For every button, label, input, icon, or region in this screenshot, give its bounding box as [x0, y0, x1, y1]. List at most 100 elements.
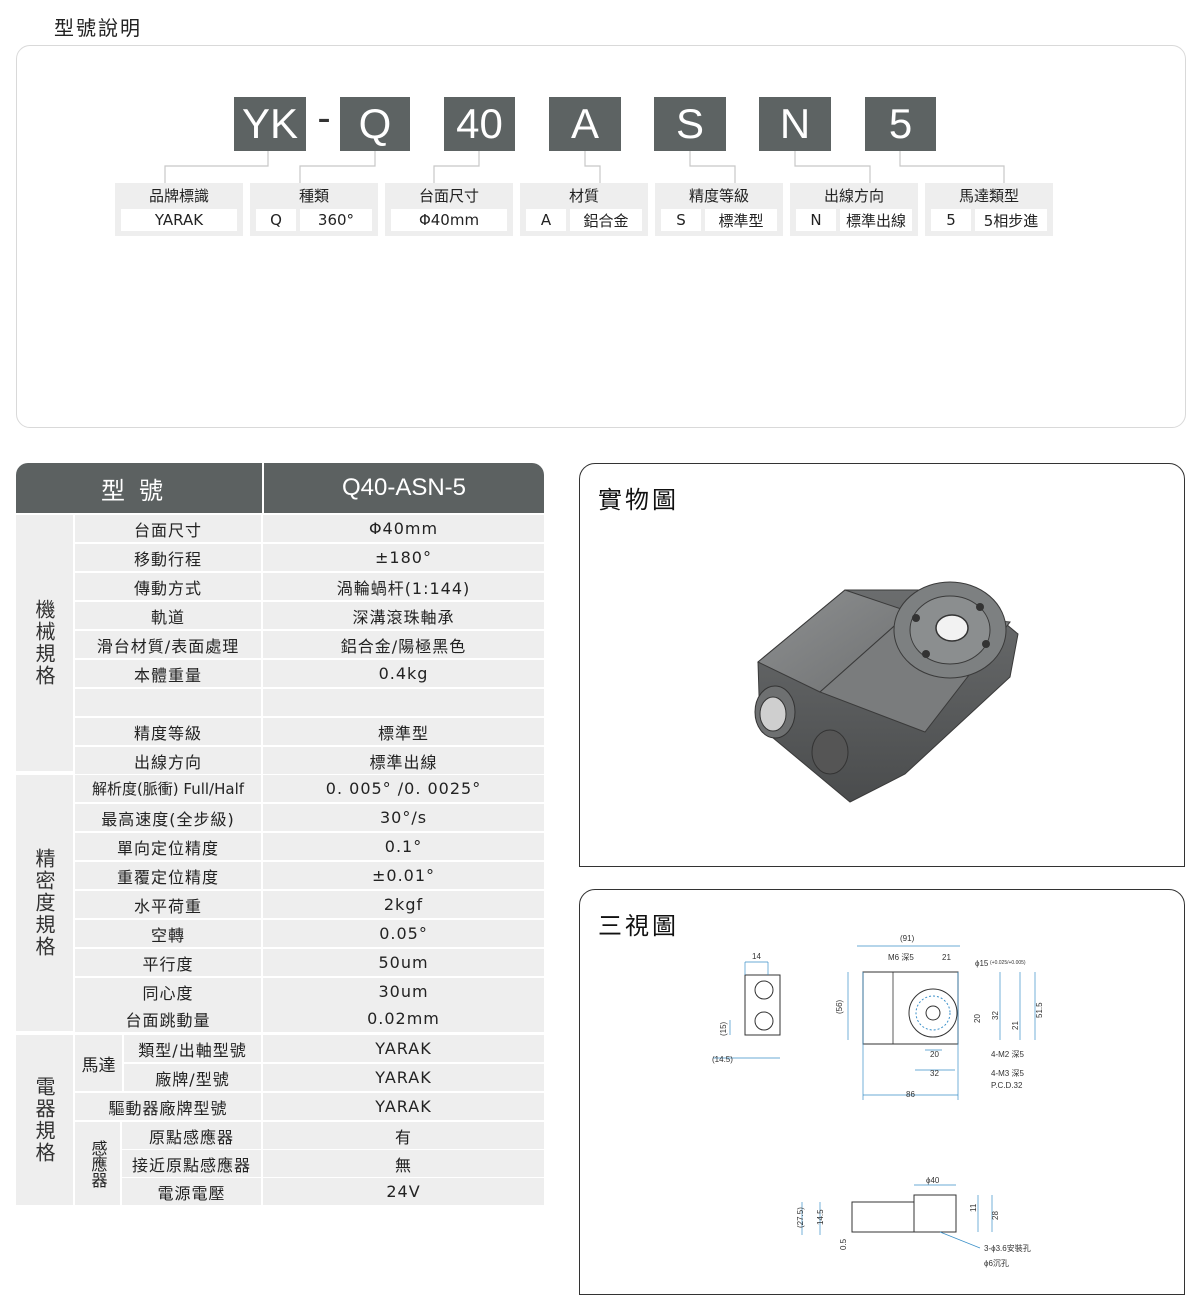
spec-row-value: ±180° — [263, 544, 544, 571]
category-code: 5 — [931, 209, 971, 231]
group-label: 電器規格 — [32, 1076, 56, 1164]
category-code: A — [526, 209, 566, 231]
spec-row-label: 滑台材質/表面處理 — [75, 631, 261, 658]
spec-row-value: YARAK — [263, 1035, 544, 1062]
spec-row-value: 0.02mm — [263, 1005, 544, 1032]
category-value: 標準型 — [705, 209, 777, 231]
dim-0-5: 0.5 — [839, 1238, 848, 1250]
group-label: 精密度規格 — [32, 848, 56, 958]
category-size: 台面尺寸 Φ40mm — [385, 183, 513, 236]
spec-row-label: 接近原點感應器 — [122, 1150, 261, 1177]
dim-m2: 4-M2 深5 — [991, 1050, 1024, 1059]
spec-row-label: 廠牌/型號 — [124, 1064, 261, 1091]
spec-row-label: 水平荷重 — [75, 891, 261, 918]
subgroup-motor: 馬達 — [75, 1035, 122, 1091]
category-motor: 馬達類型 5 5相步進 — [925, 183, 1053, 236]
group-label: 機械規格 — [32, 599, 56, 687]
category-value: 標準出線 — [840, 209, 912, 231]
spec-row-value: 2kgf — [263, 891, 544, 918]
code-block-material: A — [549, 97, 621, 151]
category-value: 鋁合金 — [570, 209, 642, 231]
spec-row-value: 深溝滾珠軸承 — [263, 602, 544, 629]
dim-phi15: ϕ15 — [975, 959, 989, 968]
photo-panel-title: 實物圖 — [598, 486, 679, 514]
code-block-type: Q — [340, 97, 410, 151]
subgroup-sensor: 感應器 — [75, 1122, 120, 1205]
drawing-panel: 三視圖 14 (15) (14.5) — [579, 889, 1185, 1295]
category-label: 台面尺寸 — [418, 187, 479, 205]
spec-row-label: 傳動方式 — [75, 573, 261, 600]
dim-phi40: ϕ40 — [926, 1176, 940, 1185]
category-type: 種類 Q 360° — [250, 183, 378, 236]
dim-14: 14 — [752, 952, 761, 961]
dim-32a: 32 — [991, 1011, 1000, 1020]
category-code: S — [661, 209, 701, 231]
spec-row-value: 24V — [263, 1178, 544, 1205]
spec-row-value: 標準型 — [263, 718, 544, 745]
dim-m3: 4-M3 深5 — [991, 1069, 1024, 1078]
spec-row-value: 標準出線 — [263, 747, 544, 774]
code-block-precision: S — [654, 97, 726, 151]
dim-56: (56) — [835, 999, 844, 1014]
spec-row-label: 電源電壓 — [122, 1178, 261, 1205]
spec-row-value: ±0.01° — [263, 862, 544, 889]
spec-row-label — [75, 689, 261, 716]
category-value: YARAK — [121, 209, 237, 231]
spec-row-label: 驅動器廠牌型號 — [75, 1093, 261, 1120]
spec-row-value: 渦輪蝸杆(1:144) — [263, 573, 544, 600]
spec-header-label: 型號 — [101, 476, 177, 505]
category-label: 精度等級 — [688, 187, 749, 205]
photo-panel: 實物圖 — [579, 463, 1185, 867]
code-block-brand: YK — [234, 97, 306, 151]
category-cable: 出線方向 N 標準出線 — [790, 183, 918, 236]
dim-pcd: P.C.D.32 — [991, 1081, 1023, 1090]
spec-row-value — [263, 689, 544, 716]
dim-14-5b: 14.5 — [816, 1209, 825, 1225]
dim-51-5: 51.5 — [1035, 1002, 1044, 1018]
category-label: 種類 — [298, 187, 329, 205]
code-dash: - — [317, 96, 331, 140]
category-label: 品牌標識 — [148, 187, 209, 205]
group-electrical: 電器規格 — [16, 1035, 73, 1205]
group-precision: 精密度規格 — [16, 775, 73, 1031]
spec-row-label: 移動行程 — [75, 544, 261, 571]
spec-row-label: 本體重量 — [75, 660, 261, 687]
dim-14-5: (14.5) — [712, 1055, 733, 1064]
category-label: 材質 — [568, 187, 599, 205]
three-view-drawing: 14 (15) (14.5) (91) M6 深5 21 ϕ15 (+0.025… — [712, 934, 1044, 1268]
code-block-motor: 5 — [865, 97, 936, 151]
category-code: N — [796, 209, 836, 231]
spec-header-model: Q40-ASN-5 — [262, 463, 544, 513]
spec-row-label: 重覆定位精度 — [75, 862, 261, 889]
spec-row-value: 鋁合金/陽極黑色 — [263, 631, 544, 658]
spec-row-value: 30°/s — [263, 804, 544, 831]
subgroup-label: 馬達 — [81, 1055, 116, 1076]
code-block-cable: N — [759, 97, 831, 151]
dim-hole: 3-ϕ3.6安裝孔 — [984, 1243, 1031, 1253]
spec-row-value: YARAK — [263, 1093, 544, 1120]
category-value: Φ40mm — [391, 209, 507, 231]
spec-row-label: 單向定位精度 — [75, 833, 261, 860]
dim-27-5: (27.5) — [796, 1207, 805, 1228]
spec-row-label: 最高速度(全步級) — [75, 804, 261, 831]
subgroup-label: 感應器 — [88, 1139, 108, 1188]
group-mechanical: 機械規格 — [16, 515, 73, 771]
dim-28: 28 — [991, 1211, 1000, 1220]
spec-row-label: 空轉 — [75, 920, 261, 947]
spec-row-label: 精度等級 — [75, 718, 261, 745]
spec-row-label: 出線方向 — [75, 747, 261, 774]
dim-tol: (+0.025/+0.005) — [990, 960, 1026, 966]
spec-row-label: 解析度(脈衝) Full/Half — [75, 775, 261, 802]
dim-86: 86 — [906, 1090, 915, 1099]
category-label: 出線方向 — [823, 187, 884, 205]
category-material: 材質 A 鋁合金 — [520, 183, 648, 236]
spec-row-label: 同心度 — [75, 978, 261, 1005]
section-title: 型號說明 — [54, 16, 142, 40]
dim-20a: 20 — [973, 1014, 982, 1023]
spec-table-header: 型號 Q40-ASN-5 — [16, 463, 544, 513]
category-code: Q — [256, 209, 296, 231]
code-connectors — [164, 151, 1005, 183]
spec-row-value: 0.4kg — [263, 660, 544, 687]
spec-row-label: 台面尺寸 — [75, 515, 261, 542]
spec-row-label: 原點感應器 — [122, 1122, 261, 1149]
